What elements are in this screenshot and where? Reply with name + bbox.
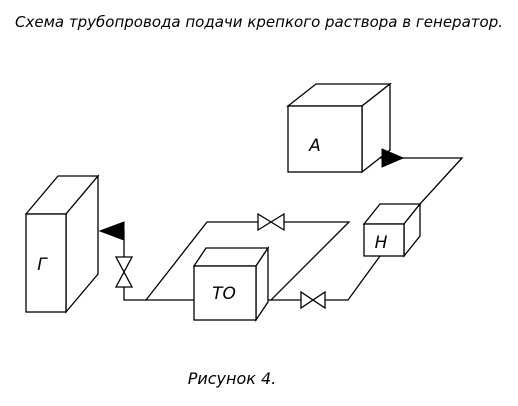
generator-front-face	[25, 213, 67, 313]
generator-label: Г	[37, 255, 48, 275]
heat-exchanger-block: ТО	[192, 245, 270, 323]
pump-block: Н	[362, 202, 422, 258]
heat-exchanger-label: ТО	[212, 284, 236, 304]
pump-front-face	[363, 223, 405, 257]
flow-arrow-from-apparatus-a-icon	[381, 148, 405, 168]
valve-upper-icon	[257, 212, 285, 232]
pipe-lower-left	[123, 287, 194, 301]
valve-vertical-icon	[114, 256, 134, 288]
valve-generator-inlet	[114, 256, 134, 288]
pipe-to-pump	[324, 255, 381, 301]
pipe-upper-branch	[145, 221, 259, 301]
apparatus-a-block: А	[286, 82, 392, 174]
pipe-pump-to-a	[399, 157, 464, 205]
pipe-network	[107, 157, 464, 301]
valve-lower-right	[300, 290, 326, 310]
generator-block: Г	[24, 174, 100, 314]
apparatus-a-front-face	[287, 105, 363, 173]
diagram-title: Схема трубопровода подачи крепкого раств…	[15, 13, 503, 31]
heat-exchanger-front-face	[193, 265, 257, 321]
flow-arrow-into-generator-icon	[98, 221, 125, 241]
heat-exchanger-top-face	[192, 247, 270, 267]
valve-lower-right-icon	[300, 290, 326, 310]
pump-label: Н	[375, 233, 388, 253]
figure-caption: Рисунок 4.	[188, 369, 277, 388]
pipe-upper-branch-right	[270, 221, 351, 301]
apparatus-a-label: А	[308, 136, 321, 156]
valve-upper	[257, 212, 285, 232]
